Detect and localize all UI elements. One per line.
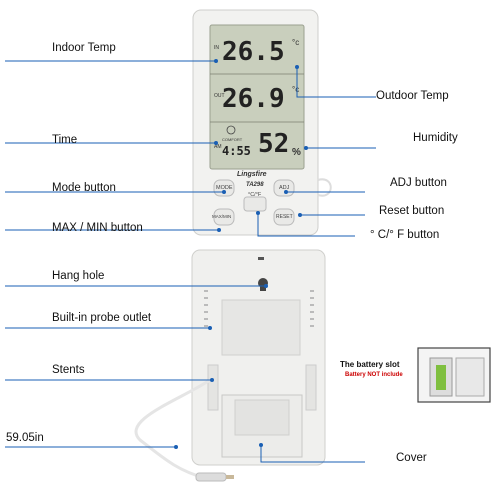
outdoor-temp-value: 26.9 [222, 84, 285, 114]
label-cover: Cover [396, 452, 427, 464]
label-battery-slot: The battery slot [340, 360, 400, 369]
humidity-unit: % [292, 147, 301, 158]
adj-button[interactable]: ADJ [279, 185, 290, 191]
indoor-unit: °c [292, 38, 300, 47]
label-humidity: Humidity [413, 132, 458, 144]
label-hang-hole: Hang hole [52, 270, 105, 282]
mode-button[interactable]: MODE [216, 185, 233, 191]
label-time: Time [52, 134, 78, 146]
label-outdoor-temp: Outdoor Temp [376, 90, 449, 102]
in-tag: IN [214, 45, 219, 51]
label-probe-outlet: Built-in probe outlet [52, 312, 152, 324]
label-max-min-button: MAX / MIN button [52, 222, 143, 234]
label-indoor-temp: Indoor Temp [52, 42, 116, 54]
model-label: TA298 [246, 182, 264, 188]
max-min-button[interactable]: MAX/MIN [212, 214, 232, 219]
indoor-temp-value: 26.5 [222, 37, 285, 67]
label-cf-button: ° C/° F button [370, 229, 440, 241]
brand-logo: Lingsfire [237, 171, 267, 178]
label-mode-button: Mode button [52, 182, 116, 194]
label-cable-length: 59.05in [6, 432, 44, 444]
label-reset-button: Reset button [379, 205, 445, 217]
outdoor-unit: °c [292, 85, 300, 94]
humidity-value: 52 [258, 129, 290, 159]
label-adj-button: ADJ button [390, 177, 447, 189]
label-stents: Stents [52, 364, 85, 376]
reset-button[interactable]: RESET [276, 214, 293, 220]
comfort-tag: COMFORT [222, 137, 243, 142]
am-tag: AM [214, 144, 222, 150]
label-battery-note: Battery NOT include [345, 372, 403, 378]
cf-button[interactable]: °C/°F [248, 192, 262, 198]
time-value: 4:55 [222, 144, 251, 158]
out-tag: OUT [214, 93, 225, 99]
